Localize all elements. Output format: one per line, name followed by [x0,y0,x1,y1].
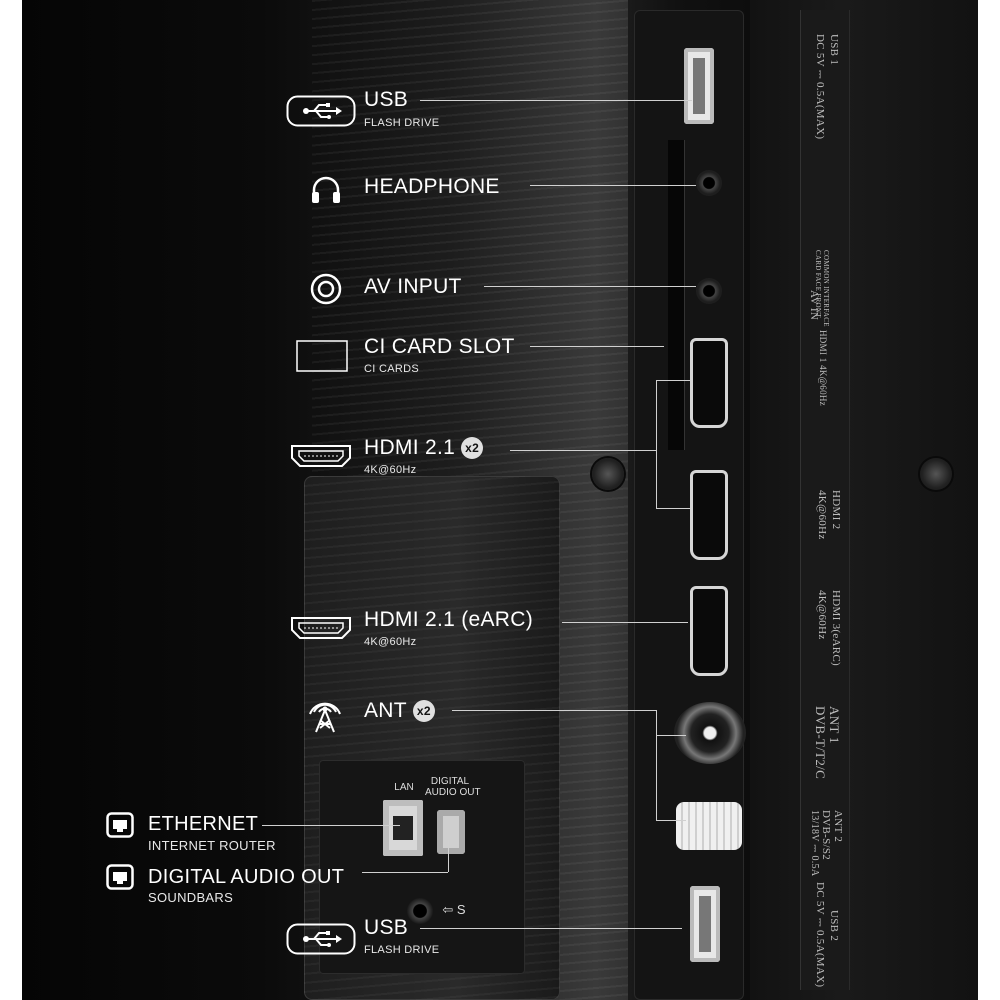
strip-label-hdmi1: HDMI 1 4K@60Hz [818,330,828,406]
antenna-coax-port [674,702,746,764]
ant-count-badge: x2 [412,700,435,722]
bottom-port-tray: LAN DIGITAL AUDIO OUT ⇦ S [319,760,525,974]
usb-top-leader [420,100,692,101]
usb-icon [286,923,356,955]
strip-label-common-interface: COMMON INTERFACE [822,250,830,327]
hdmi-port-1 [690,338,728,428]
strip-label-ant2: ANT 2 [832,810,844,843]
strip-label-ant1: ANT 1 [827,706,842,744]
ant-leader [452,710,656,711]
strip-label-hdmi2-spec: 4K@60Hz [816,490,828,540]
ant-leader-branch-1 [656,735,686,736]
strip-label-usb2-spec: DC 5V ⎓ 0.5A(MAX) [814,882,826,988]
strip-label-ant2-power: 13/18V ⎓ 0.5A [809,810,820,877]
lan-port [383,800,423,856]
ethernet-title: ETHERNET [148,813,259,835]
strip-label-hdmi3: HDMI 3(eARC) [830,590,842,667]
usb-bottom-title: USB [364,916,409,939]
tv-side-wall [750,0,978,1000]
ci-card-sub: CI CARDS [364,363,419,375]
lan-tray-label: LAN [394,782,414,793]
hdmi-port-3 [690,586,728,676]
hdmi-21-count-badge: x2 [461,437,484,459]
port-label-strip [800,10,850,990]
ant-leader-split [656,710,657,820]
ethernet-sub: INTERNET ROUTER [148,838,276,853]
screw [920,458,952,490]
ci-card-slot-opening [668,140,685,450]
hdmi-earc-leader [562,622,688,623]
strip-label-ant2-spec: DVB-S/S2 [820,810,832,861]
hdmi-21-leader [510,450,656,451]
usb-top-sub: FLASH DRIVE [364,117,440,129]
av-input-title: AV INPUT [364,275,462,298]
strip-label-hdmi2: HDMI 2 [830,490,842,530]
strip-label-av-in: AV IN [808,290,820,321]
service-label: ⇦ S [442,902,466,917]
headphone-title: HEADPHONE [364,175,500,198]
digital-audio-title: DIGITAL AUDIO OUT [148,866,345,888]
av-input-leader [484,286,696,287]
strip-label-ant1-spec: DVB-T/T2/C [813,706,828,780]
hdmi-icon [291,617,351,639]
ant-leader-branch-2 [656,820,686,821]
av-input-jack [696,278,722,304]
av-input-icon [310,273,342,305]
screw [592,458,624,490]
digital-audio-tray-label: DIGITAL AUDIO OUT [425,776,481,798]
hdmi-21-title-text: HDMI 2.1 [364,436,456,459]
usb-port-2 [690,886,720,962]
hdmi-21-leader-split [656,380,657,508]
hdmi-earc-sub: 4K@60Hz [364,636,417,648]
digital-audio-sub: SOUNDBARS [148,890,234,905]
digital-audio-leader-up [448,840,449,872]
usb-top-title: USB [364,88,409,111]
hdmi-21-leader-branch-1 [656,380,690,381]
ci-card-icon [296,340,348,372]
headphone-jack [696,170,722,196]
ci-card-title: CI CARD SLOT [364,335,515,358]
strip-label-hdmi3-spec: 4K@60Hz [816,590,828,640]
optical-port [437,810,465,854]
strip-label-usb2: USB 2 [828,910,840,942]
usb-bottom-leader [420,928,682,929]
hdmi-icon [291,445,351,467]
usb-bottom-sub: FLASH DRIVE [364,944,440,956]
digital-audio-leader [362,872,448,873]
usb-port-1 [684,48,714,124]
ci-card-leader [530,346,664,347]
hdmi-21-sub: 4K@60Hz [364,464,417,476]
satellite-f-port [676,802,742,850]
ant-title-text: ANT [364,699,407,722]
tv-rear-photo: LAN DIGITAL AUDIO OUT ⇦ S USB 1 DC 5V ⎓ … [22,0,978,1000]
strip-label-usb1: USB 1 [828,34,840,66]
ethernet-icon [106,864,134,890]
hdmi-21-leader-branch-2 [656,508,690,509]
ethernet-leader [262,825,400,826]
headphone-icon [312,176,340,203]
usb-icon [286,95,356,127]
service-s-label: S [456,902,466,917]
strip-label-usb1-spec: DC 5V ⎓ 0.5A(MAX) [814,34,826,140]
headphone-leader [530,185,696,186]
hdmi-earc-title: HDMI 2.1 (eARC) [364,608,534,631]
service-jack [407,898,433,924]
hdmi-port-2 [690,470,728,560]
antenna-icon [309,702,341,733]
ethernet-icon [106,812,134,838]
